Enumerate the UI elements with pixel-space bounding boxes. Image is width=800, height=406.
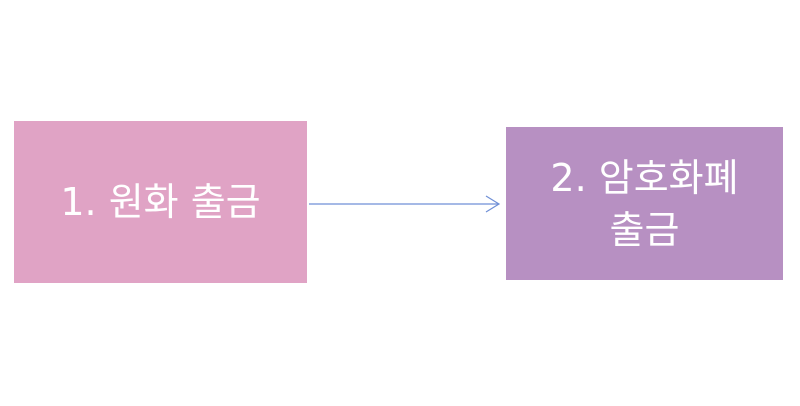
flow-arrow-icon — [309, 195, 501, 213]
arrow-head — [485, 195, 501, 213]
step-2-box: 2. 암호화폐 출금 — [506, 127, 783, 280]
step-1-label: 1. 원화 출금 — [60, 180, 261, 224]
step-2-label: 2. 암호화폐 출금 — [550, 155, 739, 252]
step-1-box: 1. 원화 출금 — [14, 121, 307, 283]
